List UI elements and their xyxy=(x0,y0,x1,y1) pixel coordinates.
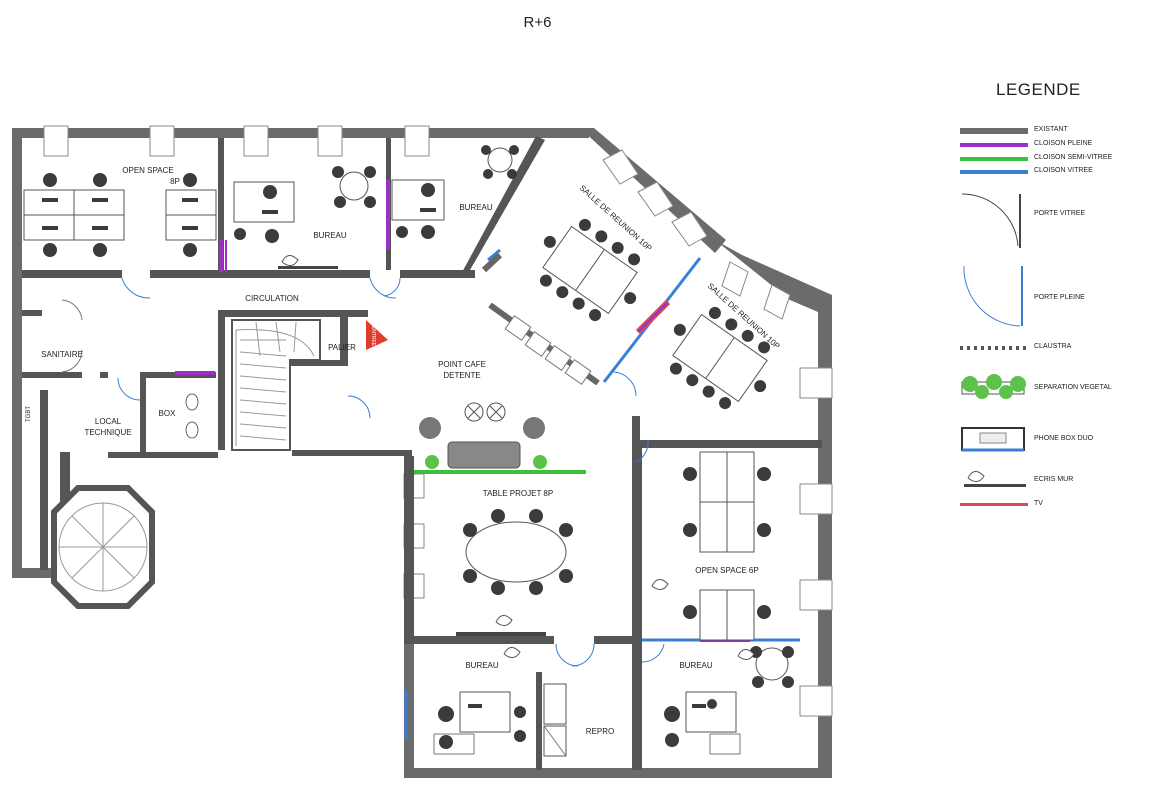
label-table-projet: TABLE PROJET 8P xyxy=(483,489,553,498)
legend-separation-vegetal: SEPARATION VEGETAL xyxy=(960,372,1160,406)
label-open-space-8p-cap: 8P xyxy=(170,177,180,186)
spiral-stair-bottom xyxy=(51,485,155,609)
furniture-bureau-bottom-left xyxy=(433,647,567,757)
label-open-space-6p: OPEN SPACE 6P xyxy=(695,566,758,575)
furniture-bureau-bottom-right xyxy=(664,646,794,755)
furniture-open-space-6p xyxy=(651,451,771,641)
furniture-bureau-top xyxy=(233,145,519,269)
furniture-meeting-2 xyxy=(669,306,771,410)
legend-cloison-semi-vitree: CLOISON SEMI-VITREE xyxy=(960,154,1160,170)
label-local-technique-2: TECHNIQUE xyxy=(84,428,131,437)
writable-wall-icon xyxy=(964,471,1026,487)
label-open-space-8p: OPEN SPACE xyxy=(122,166,173,175)
door-solid-icon xyxy=(963,265,1023,327)
label-bureau-top-right: BUREAU xyxy=(459,203,493,212)
plant-separator-icon xyxy=(961,374,1026,399)
furniture-point-cafe xyxy=(419,402,547,469)
legend-tv: TV xyxy=(960,500,1160,516)
label-tgbt: TGBT xyxy=(26,406,32,422)
furniture-table-projet xyxy=(456,509,573,636)
legend-cloison-vitree: CLOISON VITREE xyxy=(960,167,1160,183)
partitions xyxy=(175,180,800,740)
phone-box-icon xyxy=(961,427,1025,452)
label-bureau-top-mid: BUREAU xyxy=(313,231,347,240)
interior-walls xyxy=(22,136,822,770)
label-box: BOX xyxy=(159,409,177,418)
desks-open-space-top xyxy=(23,173,217,257)
diagonal-windows xyxy=(403,149,833,717)
label-bureau-bottom-left: BUREAU xyxy=(465,661,499,670)
spiral-stair-main xyxy=(231,319,321,451)
door-glass-icon xyxy=(961,193,1021,248)
legend-phone-box: PHONE BOX DUO xyxy=(960,424,1160,454)
label-entree: ENTREE xyxy=(370,326,376,347)
legend-cloison-pleine: CLOISON PLEINE xyxy=(960,140,1160,156)
legend-title: LEGENDE xyxy=(996,80,1081,99)
furniture-meeting-1 xyxy=(539,218,641,322)
label-detente: DETENTE xyxy=(443,371,480,380)
furniture-wc xyxy=(185,393,199,439)
doors xyxy=(61,277,665,667)
label-repro: REPRO xyxy=(586,727,614,736)
legend-ecris-mur: ECRIS MUR xyxy=(960,464,1160,490)
cabinets-meeting xyxy=(504,315,592,385)
legend-claustra: CLAUSTRA xyxy=(960,343,1160,359)
label-bureau-bottom-right: BUREAU xyxy=(679,661,713,670)
label-circulation: CIRCULATION xyxy=(245,294,299,303)
label-sanitaire: SANITAIRE xyxy=(41,350,83,359)
legend-porte-pleine: PORTE PLEINE xyxy=(960,264,1160,330)
label-point-cafe: POINT CAFE xyxy=(438,360,486,369)
legend-existant: EXISTANT xyxy=(960,126,1160,142)
label-local-technique: LOCAL xyxy=(95,417,122,426)
legend-porte-vitree: PORTE VITREE xyxy=(960,190,1160,250)
label-palier: PALIER xyxy=(328,343,356,352)
floor-plan: OPEN SPACE 8P BUREAU BUREAU CIRCULATION … xyxy=(12,125,833,778)
plan-title: R+6 xyxy=(523,14,552,31)
entrance-marker xyxy=(366,320,388,350)
